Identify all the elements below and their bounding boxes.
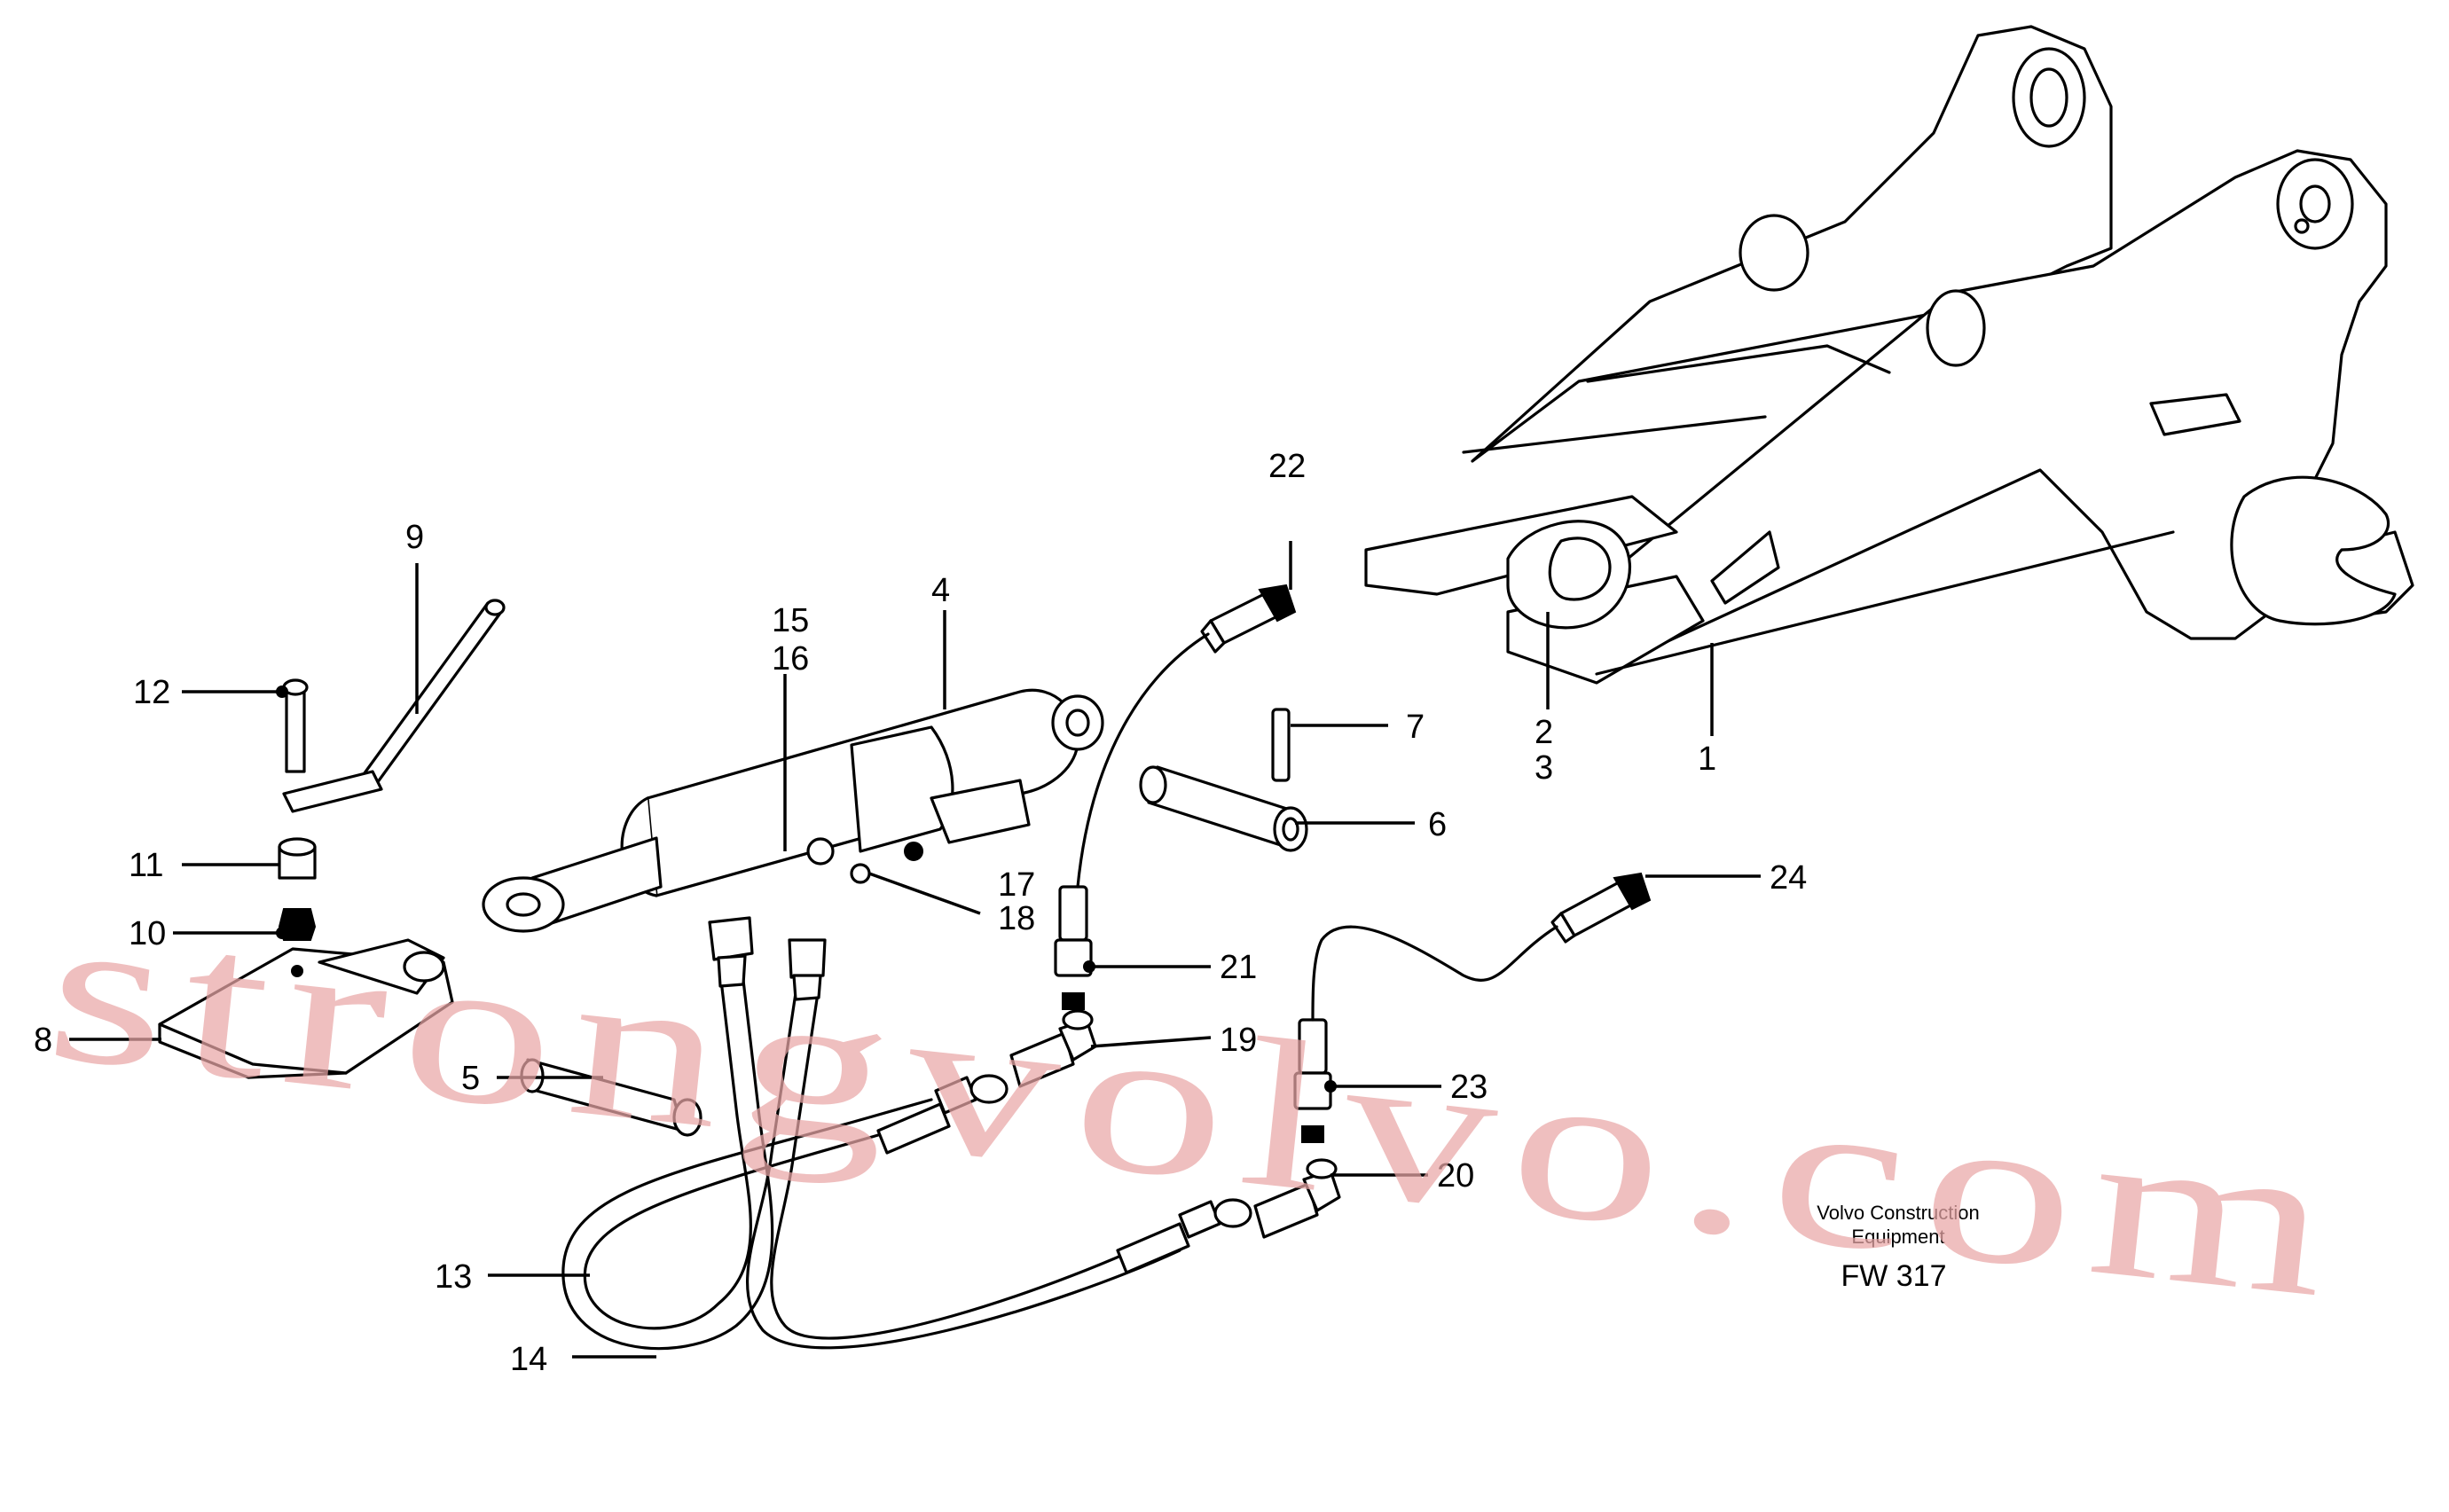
callout-12: 12 bbox=[133, 674, 170, 711]
callout-19: 19 bbox=[1220, 1022, 1257, 1059]
lock-wedge-8 bbox=[158, 938, 454, 1079]
callout-20: 20 bbox=[1437, 1157, 1474, 1195]
callout-8: 8 bbox=[34, 1022, 52, 1059]
callout-21: 21 bbox=[1220, 949, 1257, 986]
sensor-22 bbox=[1076, 584, 1297, 889]
callout-15: 15 bbox=[772, 602, 809, 639]
callout-14: 14 bbox=[510, 1341, 547, 1378]
watermark-text: strongvolvo.com bbox=[38, 867, 2357, 1343]
quick-coupler-frame bbox=[1364, 25, 2414, 685]
callout-13: 13 bbox=[435, 1258, 472, 1296]
callout-23: 23 bbox=[1450, 1069, 1487, 1106]
rod-9 bbox=[282, 599, 506, 813]
callout-1: 1 bbox=[1698, 740, 1716, 778]
callout-5: 5 bbox=[461, 1060, 480, 1097]
callout-7: 7 bbox=[1406, 709, 1425, 746]
figure-code: FW 317 bbox=[1841, 1259, 1946, 1293]
callout-10: 10 bbox=[129, 915, 166, 952]
callout-18: 18 bbox=[998, 900, 1035, 937]
caption-equipment: Equipment bbox=[1851, 1226, 1944, 1248]
callout-3: 3 bbox=[1535, 749, 1553, 787]
elbow-20 bbox=[1253, 1158, 1341, 1239]
nut-10 bbox=[278, 908, 317, 941]
hose-14 bbox=[745, 974, 1181, 1350]
sensor-24 bbox=[1311, 872, 1652, 1022]
spacer-11 bbox=[278, 837, 317, 880]
callout-16: 16 bbox=[772, 640, 809, 678]
hose-fittings bbox=[708, 916, 1252, 1274]
leader-lines bbox=[69, 541, 1761, 1359]
pin-6 bbox=[1139, 765, 1308, 852]
callout-11: 11 bbox=[129, 847, 163, 884]
roll-pin-7 bbox=[1271, 708, 1291, 782]
callout-24: 24 bbox=[1770, 859, 1807, 897]
callout-22: 22 bbox=[1268, 448, 1306, 485]
caption-company: Volvo Construction bbox=[1817, 1202, 1979, 1224]
callout-6: 6 bbox=[1428, 806, 1447, 843]
screw-12 bbox=[282, 678, 309, 773]
caption-block: Volvo Construction Equipment FW 317 bbox=[1817, 1202, 1979, 1293]
hose-13 bbox=[561, 956, 942, 1351]
callout-17: 17 bbox=[998, 866, 1035, 904]
hydraulic-cylinder bbox=[482, 688, 1104, 933]
callout-4: 4 bbox=[931, 572, 950, 609]
callout-9: 9 bbox=[405, 519, 424, 556]
callout-labels: 1 2 3 4 5 6 7 8 9 10 11 12 13 14 15 16 1… bbox=[34, 448, 1807, 1378]
callout-2: 2 bbox=[1535, 714, 1553, 751]
elbow-19 bbox=[1009, 1009, 1097, 1088]
nipple-21 bbox=[1054, 885, 1093, 1010]
